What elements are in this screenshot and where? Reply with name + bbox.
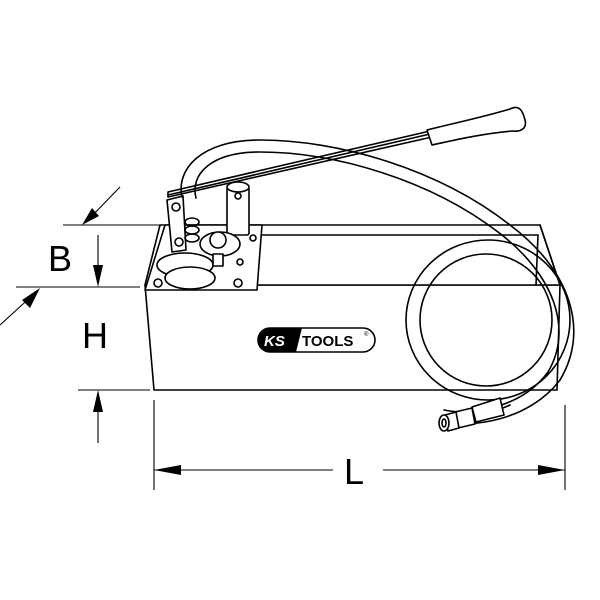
pump-lever <box>167 106 527 198</box>
dimension-h <box>78 389 150 443</box>
logo-text-tools: TOOLS <box>302 333 353 350</box>
hose-fitting <box>438 397 505 432</box>
dimension-label-h: H <box>82 315 108 356</box>
brand-logo: KS TOOLS ® <box>257 327 376 353</box>
dimension-b <box>0 186 165 326</box>
dimension-label-l: L <box>344 451 364 492</box>
pump-mechanism <box>166 181 250 267</box>
dimension-label-b: B <box>48 238 72 279</box>
registered-mark: ® <box>364 331 369 338</box>
dimension-l <box>153 400 566 490</box>
logo-text-ks: KS <box>264 333 285 350</box>
